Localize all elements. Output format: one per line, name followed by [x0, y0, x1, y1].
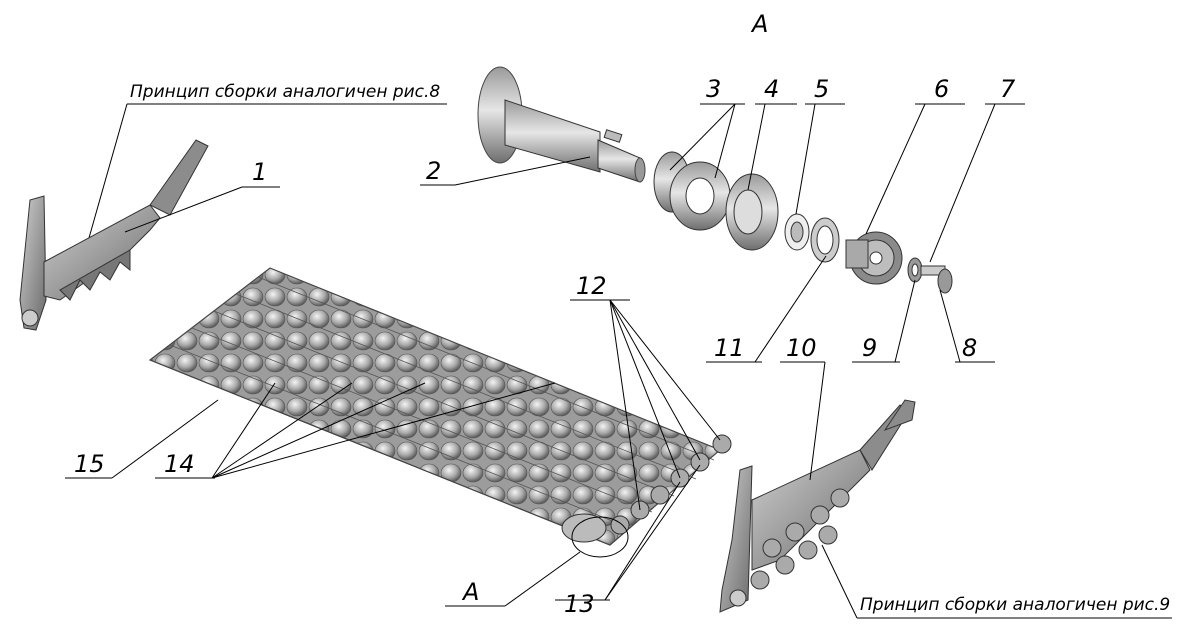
leader-12c	[609, 299, 681, 479]
leader-4	[747, 103, 766, 191]
callout-1: 1	[252, 158, 267, 186]
roller-bed	[148, 267, 732, 546]
part-9-washer	[907, 257, 923, 283]
leader-10	[809, 361, 826, 481]
detail-a-circle	[571, 516, 629, 558]
leader-13a	[604, 464, 701, 601]
callout-15: 15	[74, 450, 105, 478]
leader-12b	[609, 299, 701, 461]
leader-14b	[211, 382, 353, 479]
part-3-bearing-housing	[653, 151, 731, 231]
note-top-left-leader	[84, 103, 128, 253]
part-1-left-frame	[19, 139, 209, 331]
leader-11	[754, 255, 827, 363]
part-5-bearing	[784, 213, 810, 251]
callout-7: 7	[1000, 75, 1016, 103]
leader-3a	[669, 103, 736, 171]
callout-5: 5	[814, 75, 829, 103]
callout-13: 13	[564, 590, 595, 618]
leader-14d	[211, 382, 556, 479]
leader-12d	[609, 299, 641, 511]
leader-12a	[609, 299, 721, 441]
callout-11: 11	[714, 334, 745, 362]
part-4-bearing-cup	[725, 173, 779, 251]
leader-3b	[714, 103, 736, 179]
leader-8	[939, 289, 961, 363]
part-8-bolt	[920, 265, 953, 294]
leader-a	[504, 551, 581, 607]
part-10-right-frame	[719, 399, 916, 613]
callout-4: 4	[764, 75, 779, 103]
leader-5	[795, 103, 816, 215]
part-2-shaft	[477, 66, 646, 183]
leader-6	[865, 103, 926, 235]
leader-15	[111, 399, 219, 479]
leader-9	[894, 279, 916, 363]
callout-2: 2	[426, 157, 441, 185]
leader-14c	[211, 382, 426, 479]
leader-2	[454, 156, 591, 186]
leader-7	[929, 103, 996, 263]
part-6-sprocket	[845, 231, 903, 285]
callout-8: 8	[962, 334, 977, 362]
callout-12: 12	[576, 272, 607, 300]
callout-14: 14	[164, 450, 195, 478]
view-ref-label: А	[461, 578, 479, 606]
leader-14a	[211, 382, 276, 479]
note-bottom-right: Принцип сборки аналогичен рис.9	[860, 595, 1170, 615]
callout-10: 10	[786, 334, 817, 362]
note-bottom-right-leader	[821, 544, 858, 619]
view-label: А	[750, 10, 768, 38]
part-11-ring	[810, 217, 840, 263]
leader-1	[124, 186, 243, 233]
leader-13b	[604, 481, 681, 601]
callout-6: 6	[934, 75, 949, 103]
callout-3: 3	[706, 75, 721, 103]
callout-9: 9	[862, 334, 877, 362]
note-top-left: Принцип сборки аналогичен рис.8	[130, 82, 440, 102]
